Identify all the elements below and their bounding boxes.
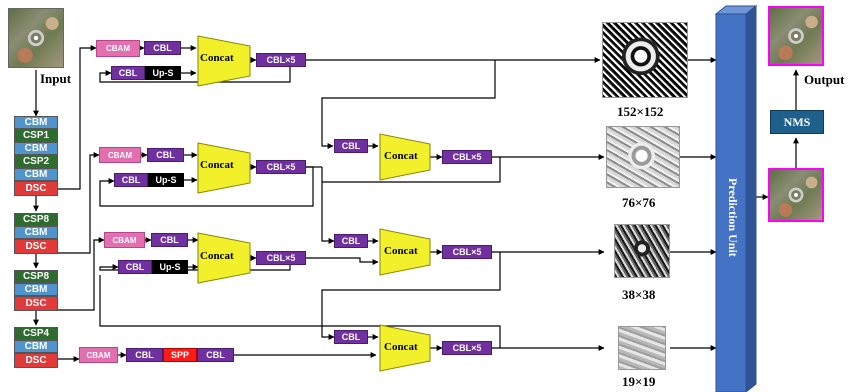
cbam-block-2: CBAM — [99, 147, 141, 163]
backbone-csp8-2: CSP8 — [14, 270, 58, 283]
cbam-block-4: CBAM — [79, 347, 118, 363]
backbone-csp1: CSP1 — [14, 129, 58, 142]
concat-label-6: Concat — [384, 341, 418, 353]
input-label: Input — [40, 71, 71, 87]
cbl-block-1b: CBL — [111, 66, 145, 80]
backbone-cbm-5: CBM — [14, 283, 58, 296]
input-image — [8, 8, 64, 68]
backbone-csp4: CSP4 — [14, 327, 58, 340]
cbl-mid-2: CBL — [334, 234, 368, 248]
cbl-x5-block-2: CBL×5 — [256, 160, 306, 174]
backbone-cbm-1: CBM — [14, 116, 58, 129]
cbl-x5-block-1: CBL×5 — [256, 53, 306, 67]
detection-image — [768, 168, 824, 222]
cbl-block-2b: CBL — [114, 173, 148, 187]
backbone-dsc-4: DSC — [14, 353, 58, 368]
backbone-cbm-3: CBM — [14, 168, 58, 181]
backbone-dsc-2: DSC — [14, 239, 58, 254]
scale-label-76: 76×76 — [622, 195, 655, 211]
scale-label-152: 152×152 — [617, 104, 663, 120]
cbl-block-4: CBL — [126, 348, 163, 362]
output-image — [768, 6, 824, 66]
concat-label-2: Concat — [200, 159, 234, 171]
cbl-mid-1: CBL — [334, 139, 368, 153]
upsample-block-2: Up-S — [148, 173, 184, 187]
cbl-x5-mid-2: CBL×5 — [442, 245, 492, 259]
upsample-block-1: Up-S — [145, 66, 181, 80]
feature-map-19 — [618, 326, 666, 370]
cbl-block-3: CBL — [151, 233, 188, 247]
scale-label-19: 19×19 — [622, 374, 655, 390]
cbl-block-2: CBL — [147, 148, 184, 162]
prediction-unit-label: Prediction Unit — [725, 178, 740, 218]
backbone-cbm-2: CBM — [14, 142, 58, 155]
backbone-cbm-4: CBM — [14, 226, 58, 239]
upsample-block-3: Up-S — [152, 260, 188, 274]
scale-label-38: 38×38 — [622, 287, 655, 303]
backbone-csp2: CSP2 — [14, 155, 58, 168]
feature-map-38 — [614, 224, 670, 278]
feature-map-76 — [606, 126, 680, 188]
cbam-block-3: CBAM — [104, 232, 145, 248]
spp-block: SPP — [163, 348, 197, 362]
backbone-cbm-6: CBM — [14, 340, 58, 353]
concat-label-4: Concat — [384, 150, 418, 162]
backbone-dsc-3: DSC — [14, 296, 58, 311]
cbl-x5-mid-3: CBL×5 — [442, 341, 492, 355]
cbl-x5-mid-1: CBL×5 — [442, 150, 492, 164]
backbone-dsc-1: DSC — [14, 181, 58, 196]
cbl-mid-3: CBL — [334, 330, 368, 344]
concat-label-1: Concat — [200, 52, 234, 64]
concat-label-3: Concat — [200, 250, 234, 262]
nms-block: NMS — [770, 110, 824, 134]
feature-map-152 — [602, 22, 688, 98]
cbl-x5-block-3: CBL×5 — [256, 251, 306, 265]
cbl-block-1: CBL — [144, 41, 181, 55]
output-label: Output — [804, 72, 844, 88]
cbl-block-5: CBL — [197, 348, 234, 362]
cbl-block-3b: CBL — [118, 260, 152, 274]
cbam-block-1: CBAM — [96, 40, 140, 57]
concat-label-5: Concat — [384, 245, 418, 257]
backbone-csp8-1: CSP8 — [14, 213, 58, 226]
